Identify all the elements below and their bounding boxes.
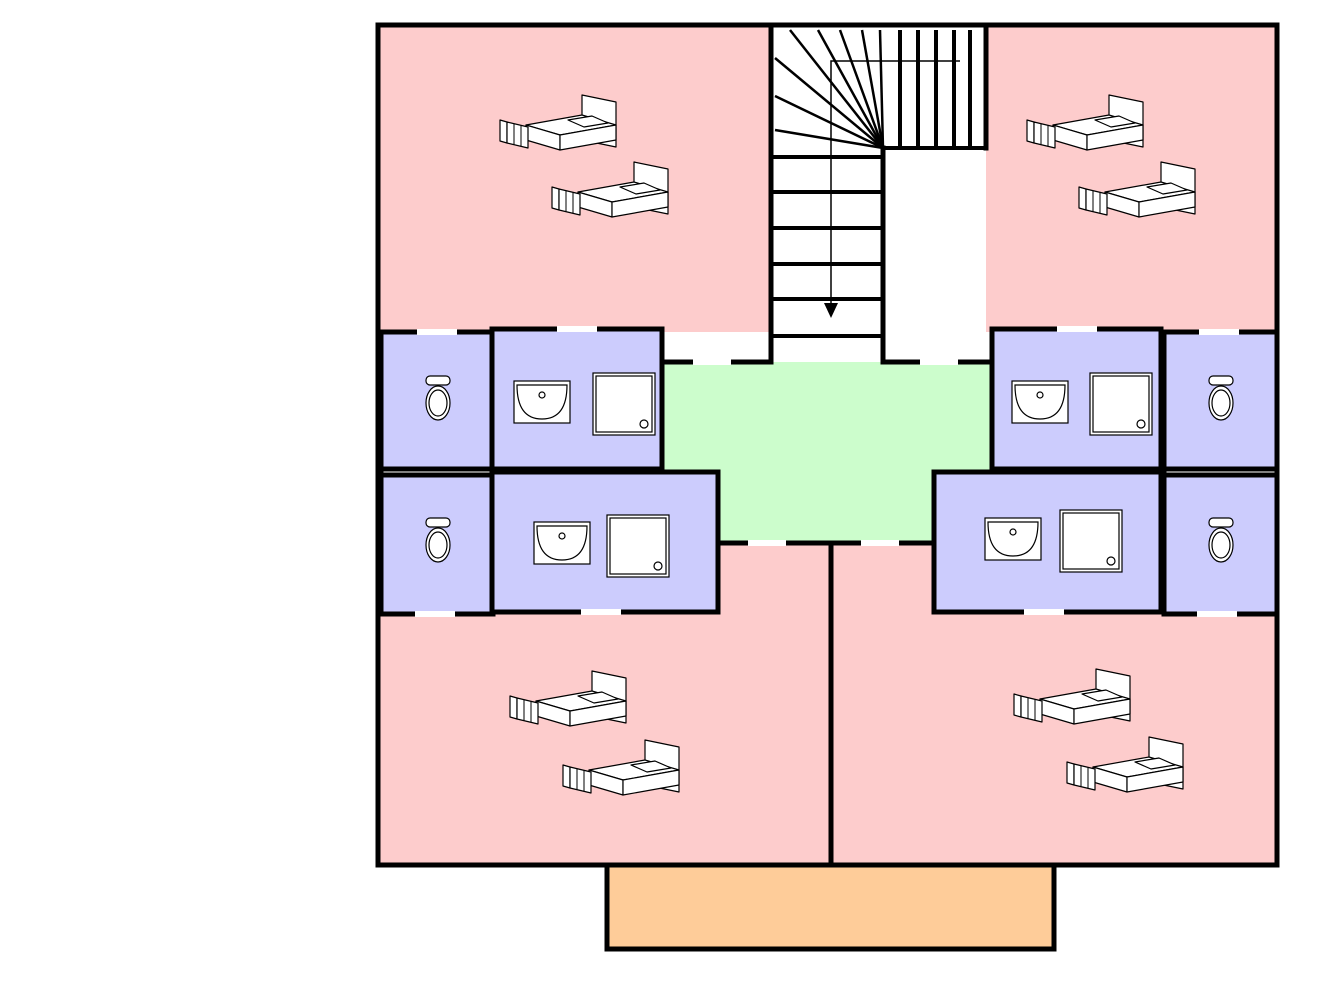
door-openings (415, 326, 1239, 617)
sink-icon (1011, 380, 1069, 424)
shower-icon (606, 514, 670, 578)
bedroom-top-left (378, 25, 771, 332)
sink-icon (984, 517, 1042, 561)
shower-icon (1059, 509, 1123, 573)
sink-icon (513, 380, 571, 424)
toilet-icon (1208, 375, 1234, 421)
toilet-icon (425, 517, 451, 563)
shower-icon (592, 372, 656, 436)
toilet-icon (425, 375, 451, 421)
staircase-steps (771, 29, 986, 338)
stairs-down-arrow-icon (824, 60, 960, 318)
bathroom-shower-left-lower (492, 472, 718, 612)
balcony (607, 865, 1054, 949)
shower-icon (1089, 372, 1153, 436)
toilet-icon (1208, 517, 1234, 563)
bathroom-shower-right-lower (934, 472, 1161, 612)
hallway (662, 362, 992, 543)
sink-icon (533, 521, 591, 565)
